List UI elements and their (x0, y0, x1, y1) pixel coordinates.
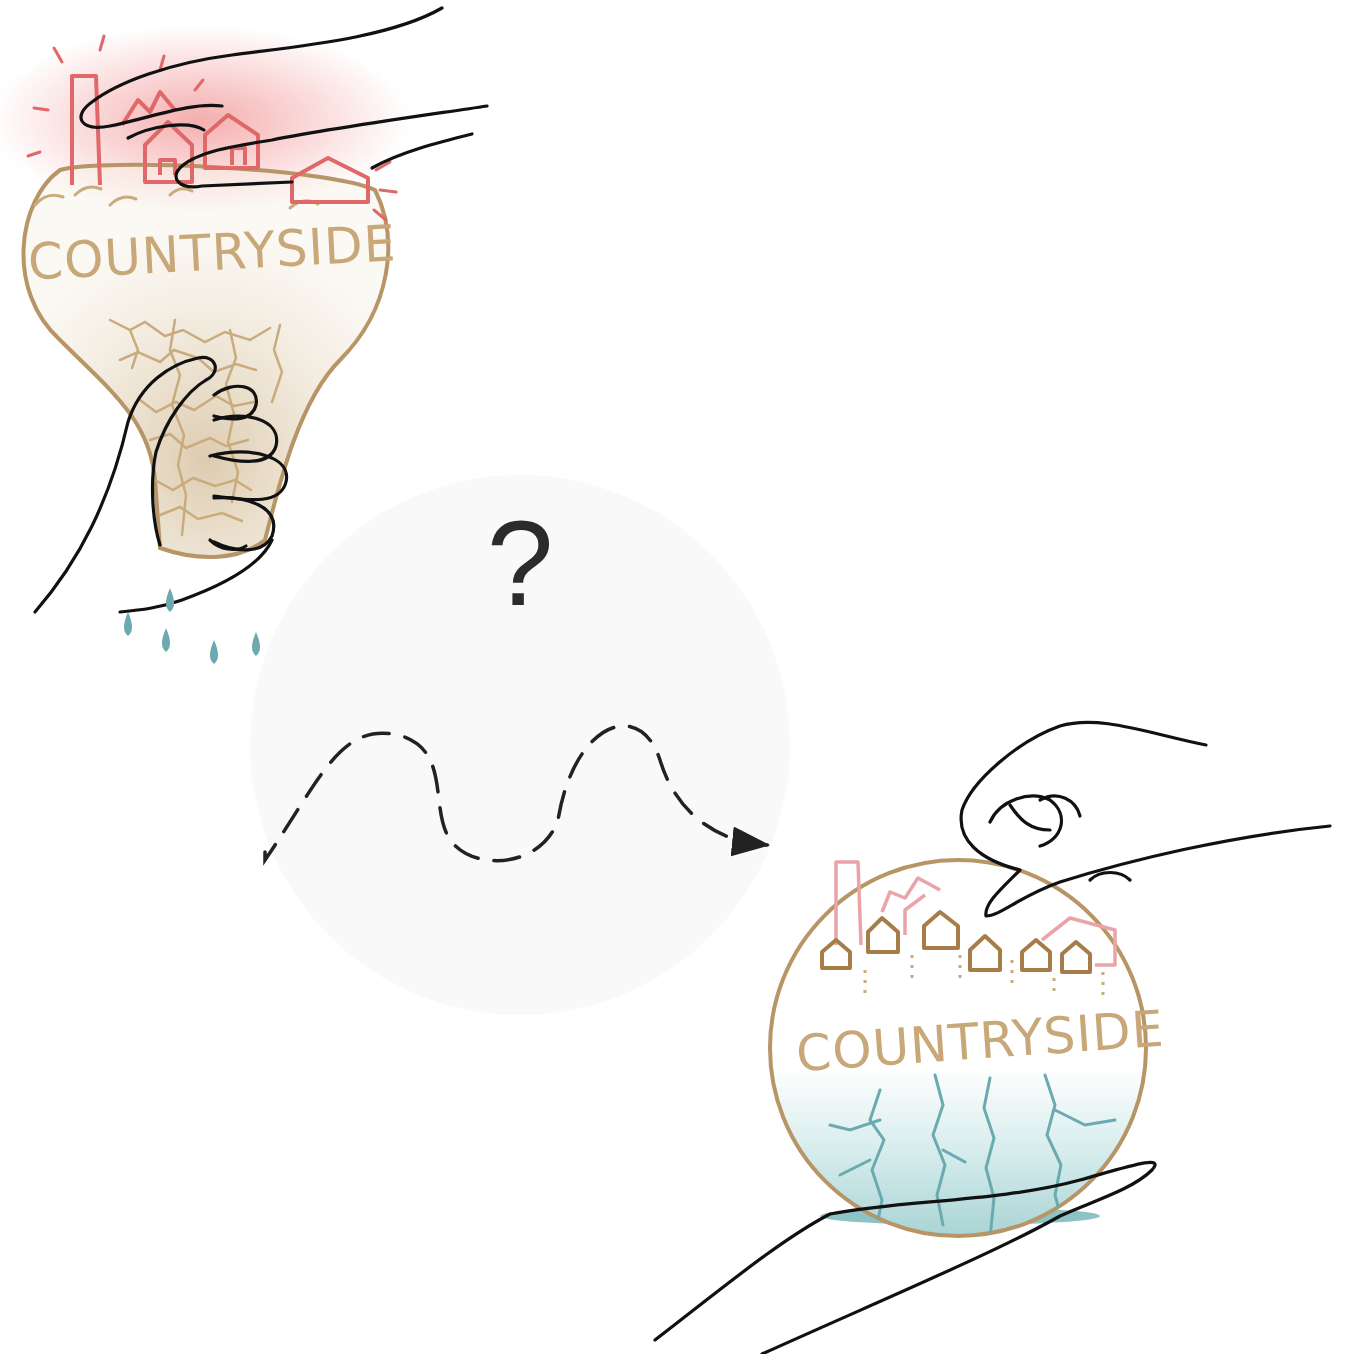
pressed-buildings-part (292, 158, 368, 202)
dry-cracks-part (272, 325, 282, 402)
pressed-buildings-part (205, 115, 258, 168)
caring-hands-part (961, 722, 1330, 916)
water-roots-part (870, 1090, 884, 1240)
dotted-links-part (1011, 960, 1014, 990)
caring-hands-part (990, 796, 1061, 846)
squeezing-hands-part (128, 125, 204, 138)
field-marks (35, 187, 318, 208)
pressed-buildings-part (72, 76, 100, 185)
water-roots-part (943, 1150, 965, 1162)
water-roots-part (840, 1160, 870, 1175)
village-houses-part (970, 936, 1000, 970)
squeezed-countryside-node: COUNTRYSIDE (0, 0, 420, 852)
village-houses-part (868, 918, 898, 952)
dry-cracks-part (170, 320, 186, 535)
village-houses (822, 912, 1090, 972)
question-circle: ? (250, 475, 790, 1015)
node-label: COUNTRYSIDE (27, 216, 394, 290)
squeezing-hands-part (210, 540, 246, 549)
village-houses-part (1062, 942, 1090, 972)
dotted-links-part (959, 955, 962, 985)
nurtured-countryside-node: COUNTRYSIDE (768, 715, 1346, 1354)
water-drops-part (252, 632, 260, 656)
water-roots-part (1045, 1075, 1063, 1225)
stress-sparks-part (34, 108, 48, 110)
caring-hands-part (1040, 796, 1080, 816)
node-label: COUNTRYSIDE (795, 1003, 1148, 1082)
village-houses-part (1022, 940, 1050, 970)
field-marks-part (170, 189, 192, 195)
water-drops-part (210, 640, 218, 664)
village-houses-part (924, 912, 958, 948)
squeezing-hands-part (214, 498, 274, 550)
industry-outline-part (836, 862, 861, 945)
question-mark: ? (465, 503, 575, 623)
dry-cracks-part (130, 330, 138, 368)
dotted-links-part (911, 955, 914, 980)
squeezing-hands-part (372, 134, 472, 168)
stress-sparks-part (195, 80, 203, 90)
dotted-links (865, 955, 1103, 1002)
dotted-links-part (1102, 972, 1105, 1002)
pressed-buildings-part (160, 160, 175, 175)
water-drops-part (166, 588, 174, 612)
squeezing-hands-part (214, 386, 256, 419)
dry-cracks-part (140, 396, 254, 412)
water-roots (830, 1075, 1115, 1240)
squeezing-hands-part (120, 540, 272, 612)
pressed-buildings (72, 76, 368, 202)
industry-outline-part (1042, 918, 1115, 965)
stress-sparks-part (100, 36, 104, 50)
squeezing-hands-part (81, 8, 442, 127)
field-marks-part (110, 197, 136, 205)
pressed-buildings-part (145, 122, 192, 182)
caring-hands-part (655, 1162, 1155, 1354)
stress-sparks-part (54, 48, 62, 62)
field-marks-part (35, 195, 63, 205)
water-drops (124, 588, 260, 664)
stress-sparks-part (28, 152, 40, 156)
dry-cracks-part (160, 507, 242, 521)
caring-hands-part (1010, 805, 1050, 830)
dry-cracks-part (150, 434, 248, 448)
water-roots-part (1055, 1110, 1115, 1125)
squeezing-hands-part (176, 106, 487, 187)
dotted-links-part (864, 970, 867, 995)
field-marks-part (75, 187, 101, 195)
water-roots-part (830, 1120, 880, 1130)
stress-sparks-part (380, 190, 396, 192)
water-drops-part (124, 612, 132, 636)
water-drops-part (162, 628, 170, 652)
caring-hands-part (1090, 873, 1130, 881)
squeezing-hands-part (210, 452, 287, 500)
village-houses-part (822, 940, 850, 968)
dotted-links-part (1053, 978, 1056, 995)
water-roots-part (984, 1078, 994, 1238)
pressed-buildings-part (232, 148, 245, 165)
squeezing-hands-part (35, 357, 215, 612)
